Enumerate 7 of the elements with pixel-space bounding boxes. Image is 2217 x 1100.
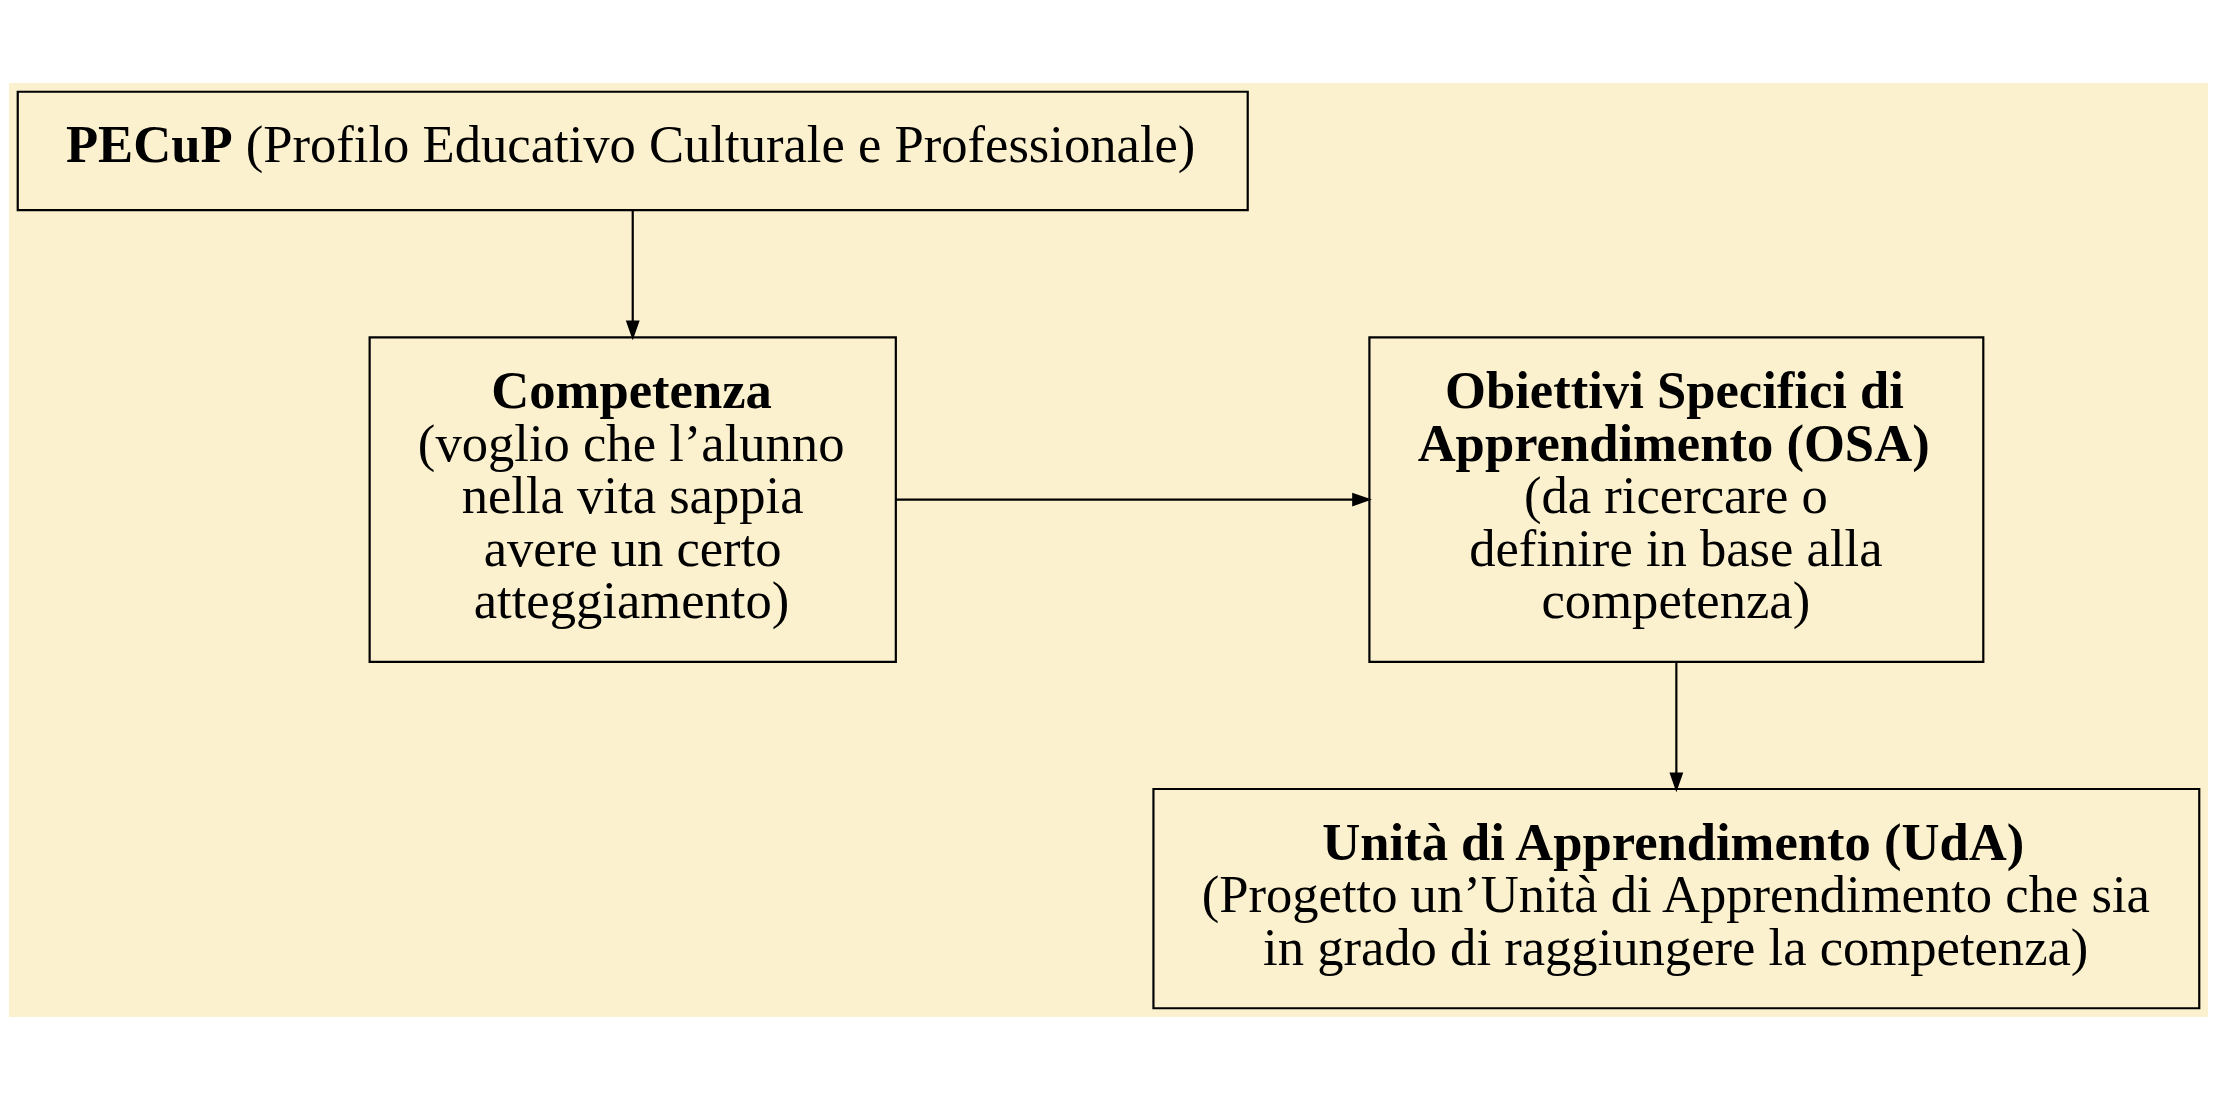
arrow — [1669, 661, 1684, 793]
node-box: Competenza (voglio che l’alunno nella vita sappia avere un certo atteggiamento) — [368, 336, 897, 663]
node-box: PECuP (Profilo Educativo Culturale e Professionale) — [16, 90, 1249, 212]
node-box: Unità di Apprendimento (UdA) (Progetto un’Unità di Apprendimento che sia in grado di raggiungere la competenza) — [1152, 787, 2201, 1010]
arrow — [625, 210, 640, 341]
arrow — [896, 492, 1372, 507]
node-box: Obiettivi Specifici di Apprendimento (OSA) (da ricercare o definire in base alla competenza) — [1368, 336, 1985, 663]
